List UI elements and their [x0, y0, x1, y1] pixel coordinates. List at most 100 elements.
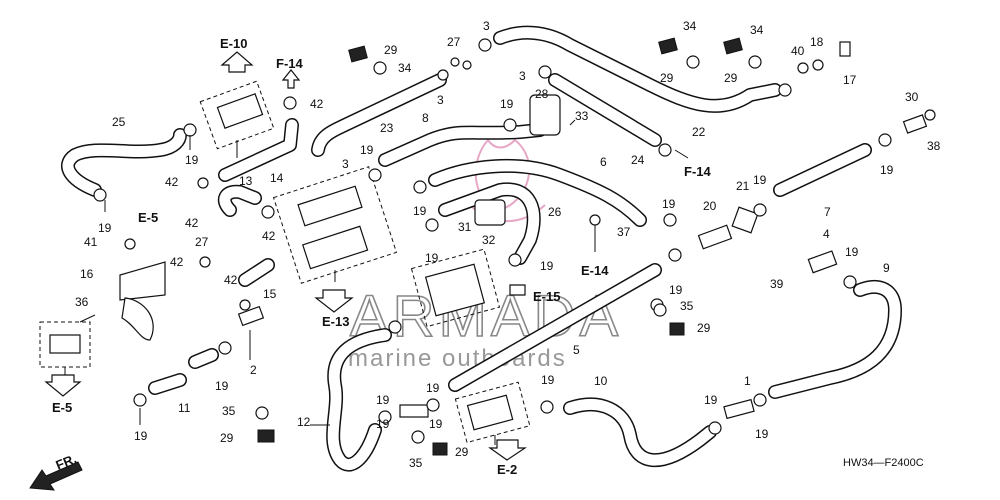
- part-num-27: 27: [447, 35, 461, 49]
- reference-labels: E-10 F-14 E-5 E-5 E-13 F-14 E-14 E-15 E-…: [52, 36, 712, 477]
- part-num-42-d: 42: [185, 216, 199, 230]
- part-num-10: 10: [594, 374, 608, 388]
- part-num-4: 4: [823, 227, 830, 241]
- part-num-7: 7: [824, 205, 831, 219]
- part-num-6: 6: [600, 155, 607, 169]
- part-num-13: 13: [239, 174, 253, 188]
- part-num-19-q: 19: [426, 381, 440, 395]
- part-num-42-c: 42: [165, 175, 179, 189]
- part-num-19-m: 19: [215, 379, 229, 393]
- part-num-19-j: 19: [753, 173, 767, 187]
- part-num-19-g: 19: [540, 259, 554, 273]
- part-num-34: 34: [398, 61, 412, 75]
- part-num-35-c: 35: [409, 456, 423, 470]
- part-num-35-b: 35: [222, 404, 236, 418]
- assembly-outlines: [39, 80, 531, 444]
- ref-e-5: E-5: [138, 210, 158, 225]
- part-num-24: 24: [631, 153, 645, 167]
- part-num-39: 39: [770, 277, 784, 291]
- part-num-19-i: 19: [669, 283, 683, 297]
- part-num-15: 15: [263, 287, 277, 301]
- part-num-21: 21: [736, 179, 750, 193]
- part-num-29-c: 29: [724, 71, 738, 85]
- part-num-19-e: 19: [413, 204, 427, 218]
- part-num-29: 29: [384, 43, 398, 57]
- part-num-5: 5: [573, 343, 580, 357]
- clamps: [93, 38, 936, 444]
- part-num-3-b: 3: [437, 93, 444, 107]
- part-num-8: 8: [422, 111, 429, 125]
- part-num-34-b: 34: [683, 19, 697, 33]
- part-num-37: 37: [617, 225, 631, 239]
- part-num-42: 42: [224, 273, 238, 287]
- part-num-19-t: 19: [704, 393, 718, 407]
- part-num-40: 40: [791, 44, 805, 58]
- watermark-tagline: marine outboards: [348, 345, 567, 372]
- reference-arrows: [29, 51, 689, 491]
- part-num-33: 33: [575, 109, 589, 123]
- part-num-42-b: 42: [310, 97, 324, 111]
- part-num-36: 36: [75, 295, 89, 309]
- part-num-27-b: 27: [195, 235, 209, 249]
- part-num-3-d: 3: [519, 69, 526, 83]
- part-num-29-d: 29: [697, 321, 711, 335]
- part-num-29-e: 29: [220, 431, 234, 445]
- part-numbers: 42 2 3 3 3 3 4 5 6 7 8 9 10 11 12 13 14 …: [75, 19, 941, 470]
- part-num-19-f: 19: [425, 251, 439, 265]
- ref-e-13: E-13: [322, 314, 349, 329]
- part-num-19-h: 19: [662, 197, 676, 211]
- part-num-22: 22: [692, 125, 706, 139]
- part-num-28: 28: [535, 87, 549, 101]
- part-num-34-c: 34: [750, 23, 764, 37]
- part-num-31: 31: [458, 220, 472, 234]
- part-num-19-k: 19: [880, 163, 894, 177]
- parts: [49, 37, 928, 456]
- part-num-19-d: 19: [500, 97, 514, 111]
- part-num-14: 14: [270, 171, 284, 185]
- part-num-32: 32: [482, 233, 496, 247]
- ref-e-14: E-14: [581, 263, 609, 278]
- ref-e-10: E-10: [220, 36, 247, 51]
- part-num-19-u: 19: [755, 427, 769, 441]
- part-num-19-c: 19: [360, 143, 374, 157]
- part-num-42-e: 42: [170, 255, 184, 269]
- part-num-19: 19: [185, 153, 199, 167]
- part-num-19-o: 19: [376, 393, 390, 407]
- part-num-19-n: 19: [134, 429, 148, 443]
- part-num-19-b: 19: [98, 221, 112, 235]
- part-num-35: 35: [680, 299, 694, 313]
- part-num-42-f: 42: [262, 229, 276, 243]
- ref-e-15: E-15: [533, 289, 560, 304]
- part-num-18: 18: [810, 35, 824, 49]
- part-num-20: 20: [703, 199, 717, 213]
- part-num-25: 25: [112, 115, 126, 129]
- part-num-17: 17: [843, 73, 857, 87]
- part-num-19-r: 19: [429, 417, 443, 431]
- diagram-code: HW34—F2400C: [843, 457, 924, 469]
- part-num-11: 11: [178, 401, 191, 415]
- part-num-19-l: 19: [845, 245, 859, 259]
- leader-lines: [64, 119, 596, 445]
- part-num-19-p: 19: [376, 417, 390, 431]
- part-num-12: 12: [297, 415, 311, 429]
- part-num-29-f: 29: [455, 445, 469, 459]
- ref-f-14-right: F-14: [684, 164, 712, 179]
- part-num-16: 16: [80, 267, 94, 281]
- ref-f-14: F-14: [276, 56, 304, 71]
- part-num-9: 9: [883, 261, 890, 275]
- part-num-26: 26: [548, 205, 562, 219]
- front-direction-label: FR.: [54, 451, 79, 473]
- part-num-19-s: 19: [541, 373, 555, 387]
- part-num-3: 3: [342, 157, 349, 171]
- ref-e-5-lower: E-5: [52, 400, 72, 415]
- part-num-30: 30: [905, 90, 919, 104]
- part-num-29-b: 29: [660, 71, 674, 85]
- part-num-3-c: 3: [483, 19, 490, 33]
- part-num-23: 23: [380, 121, 394, 135]
- part-num-38: 38: [927, 139, 941, 153]
- ref-e-2: E-2: [497, 462, 517, 477]
- part-num-41: 41: [84, 235, 98, 249]
- hoses: [61, 25, 902, 472]
